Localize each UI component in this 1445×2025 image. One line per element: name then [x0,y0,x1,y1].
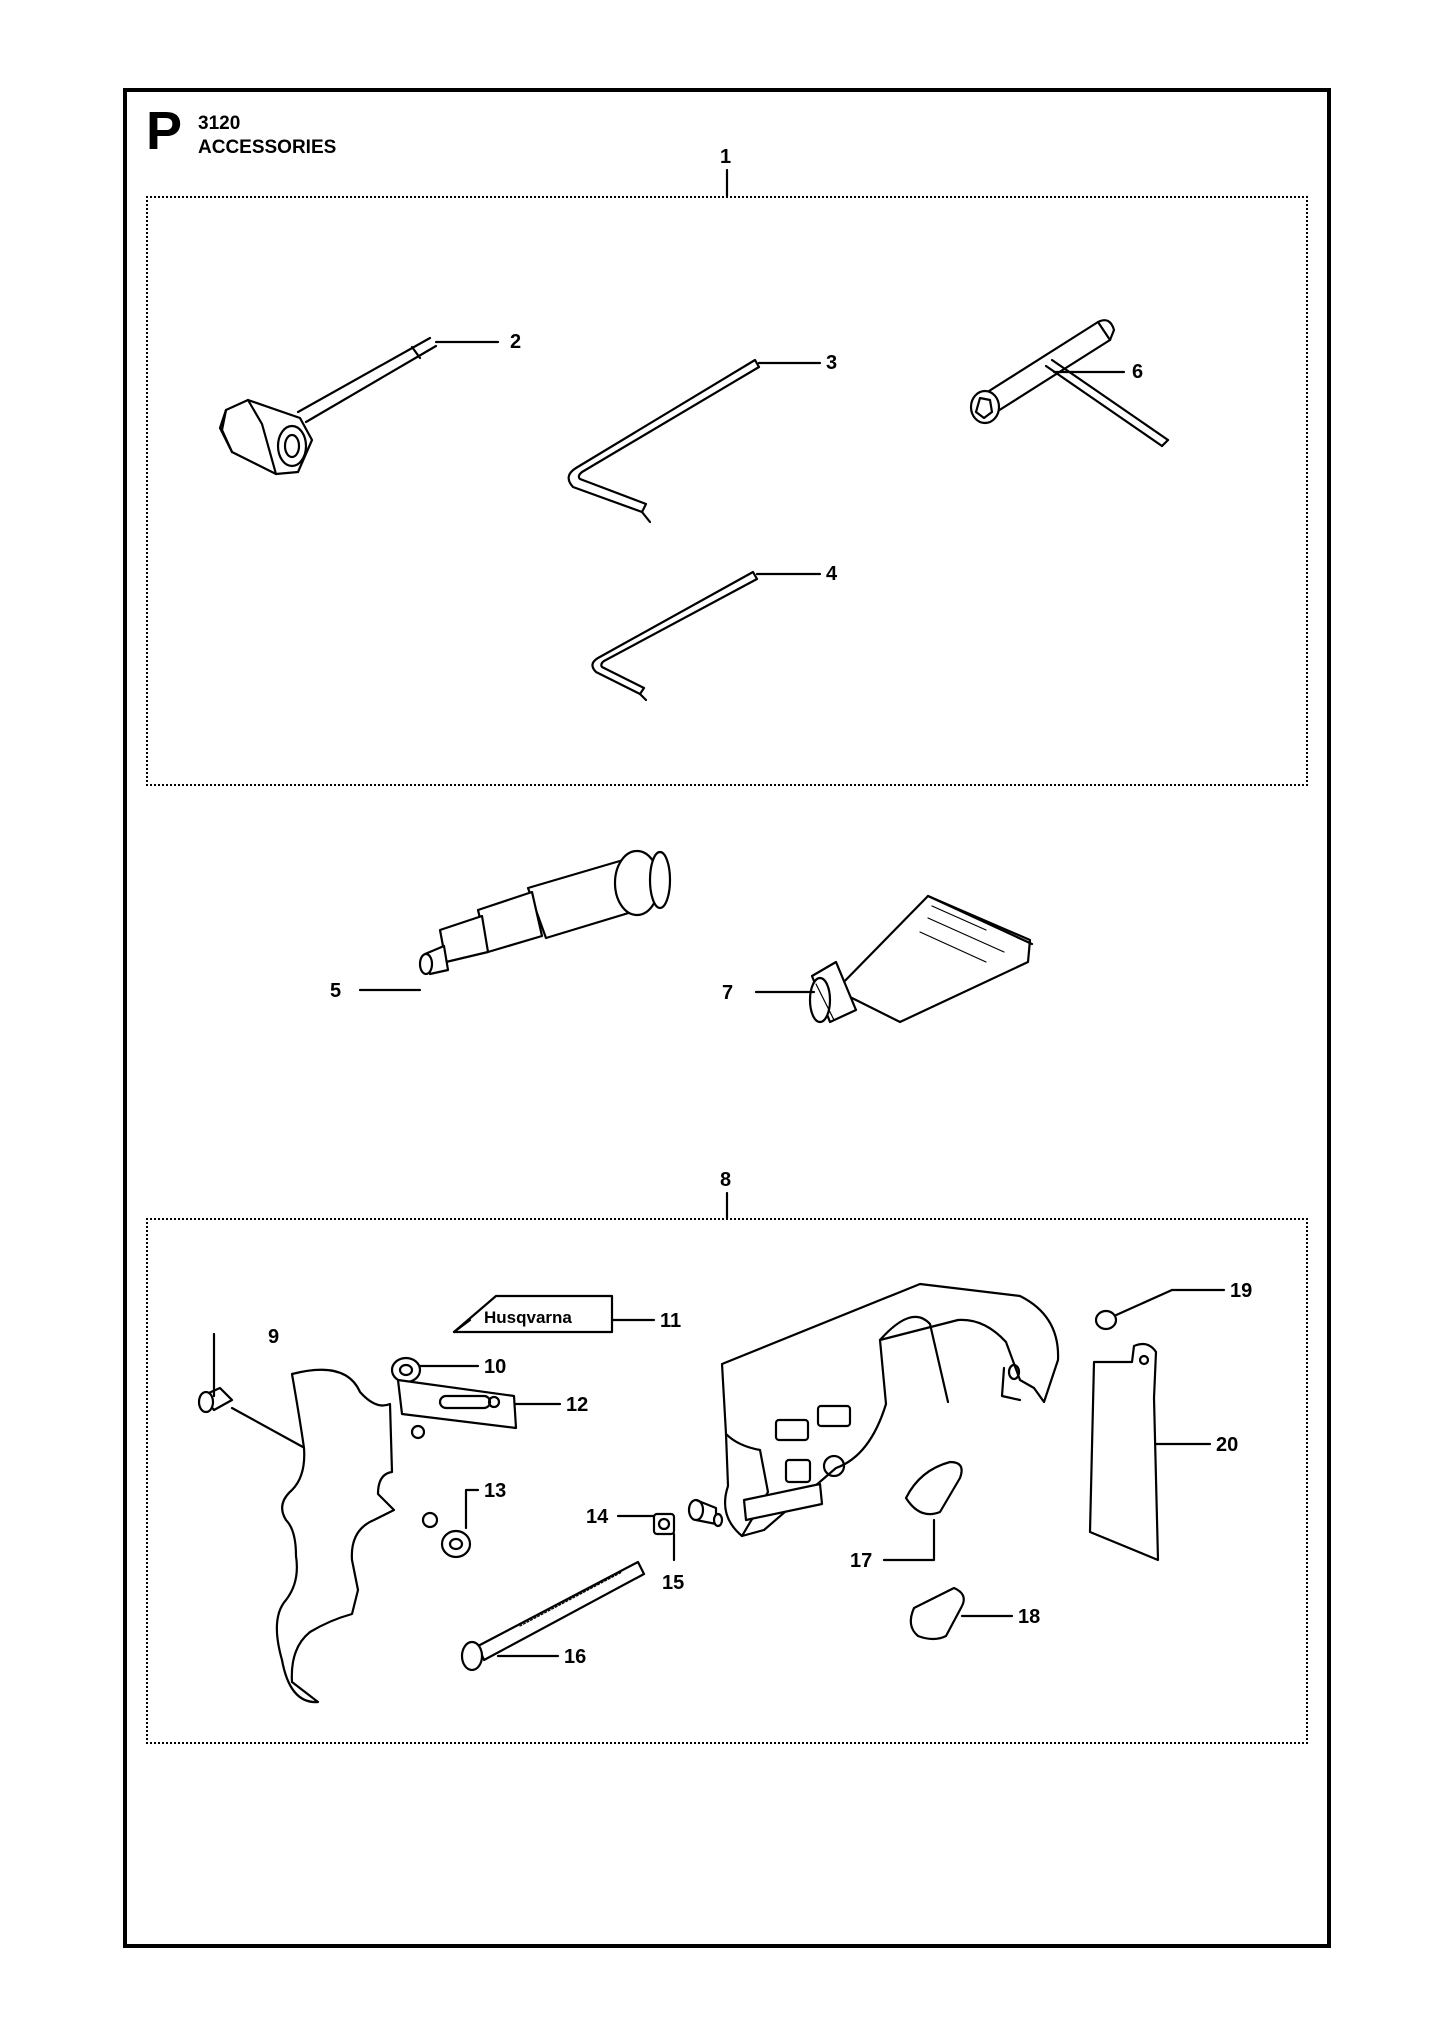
press-tool-part [418,849,672,976]
washer-14-part [652,1512,676,1536]
callout-8: 8 [720,1169,731,1191]
callout-12: 12 [566,1394,588,1416]
callout-1: 1 [720,146,731,168]
tensioner-pin-part [687,1498,724,1528]
leader-line-13 [464,1488,480,1530]
callout-2: 2 [510,331,521,353]
combination-wrench-part [218,336,438,476]
socket-wrench-part [969,319,1170,448]
callout-10: 10 [484,1356,506,1378]
callout-19: 19 [1230,1280,1252,1302]
callout-11: 11 [660,1310,681,1332]
callout-9: 9 [268,1326,279,1348]
husqvarna-decal-part [452,1294,614,1334]
callout-13: 13 [484,1480,506,1502]
clutch-cover-part [720,1282,1060,1538]
section-letter: P [146,101,183,161]
bumper-spike-part [275,1368,518,1704]
cap-18-part [909,1586,965,1641]
hex-key-small-part [591,570,759,702]
screw-9-part [197,1386,234,1414]
screw-19-part [1094,1288,1174,1331]
bar-cover-part [1088,1342,1160,1562]
callout-17: 17 [850,1550,872,1572]
callout-6: 6 [1132,361,1143,383]
callout-20: 20 [1216,1434,1238,1456]
page-code: 3120 [198,113,241,134]
page-frame [123,88,1331,1948]
callout-3: 3 [826,352,837,374]
nut-13-part [440,1529,472,1559]
nut-10-part [390,1356,422,1384]
tensioning-screw-part [460,1560,646,1672]
hex-key-large-part [567,358,761,524]
callout-5: 5 [330,980,341,1002]
leader-line-9-b [230,1406,314,1454]
leader-line-17 [882,1518,936,1562]
grease-tube-part [808,894,1034,1024]
callout-18: 18 [1018,1606,1040,1628]
decal-logo-text: Husqvarna [484,1308,572,1327]
callout-7: 7 [722,982,733,1004]
callout-14: 14 [586,1506,609,1528]
callout-4: 4 [826,563,838,585]
page-title: ACCESSORIES [198,137,337,158]
cap-17-part [904,1460,963,1516]
callout-15: 15 [662,1572,684,1594]
callout-16: 16 [564,1646,586,1668]
